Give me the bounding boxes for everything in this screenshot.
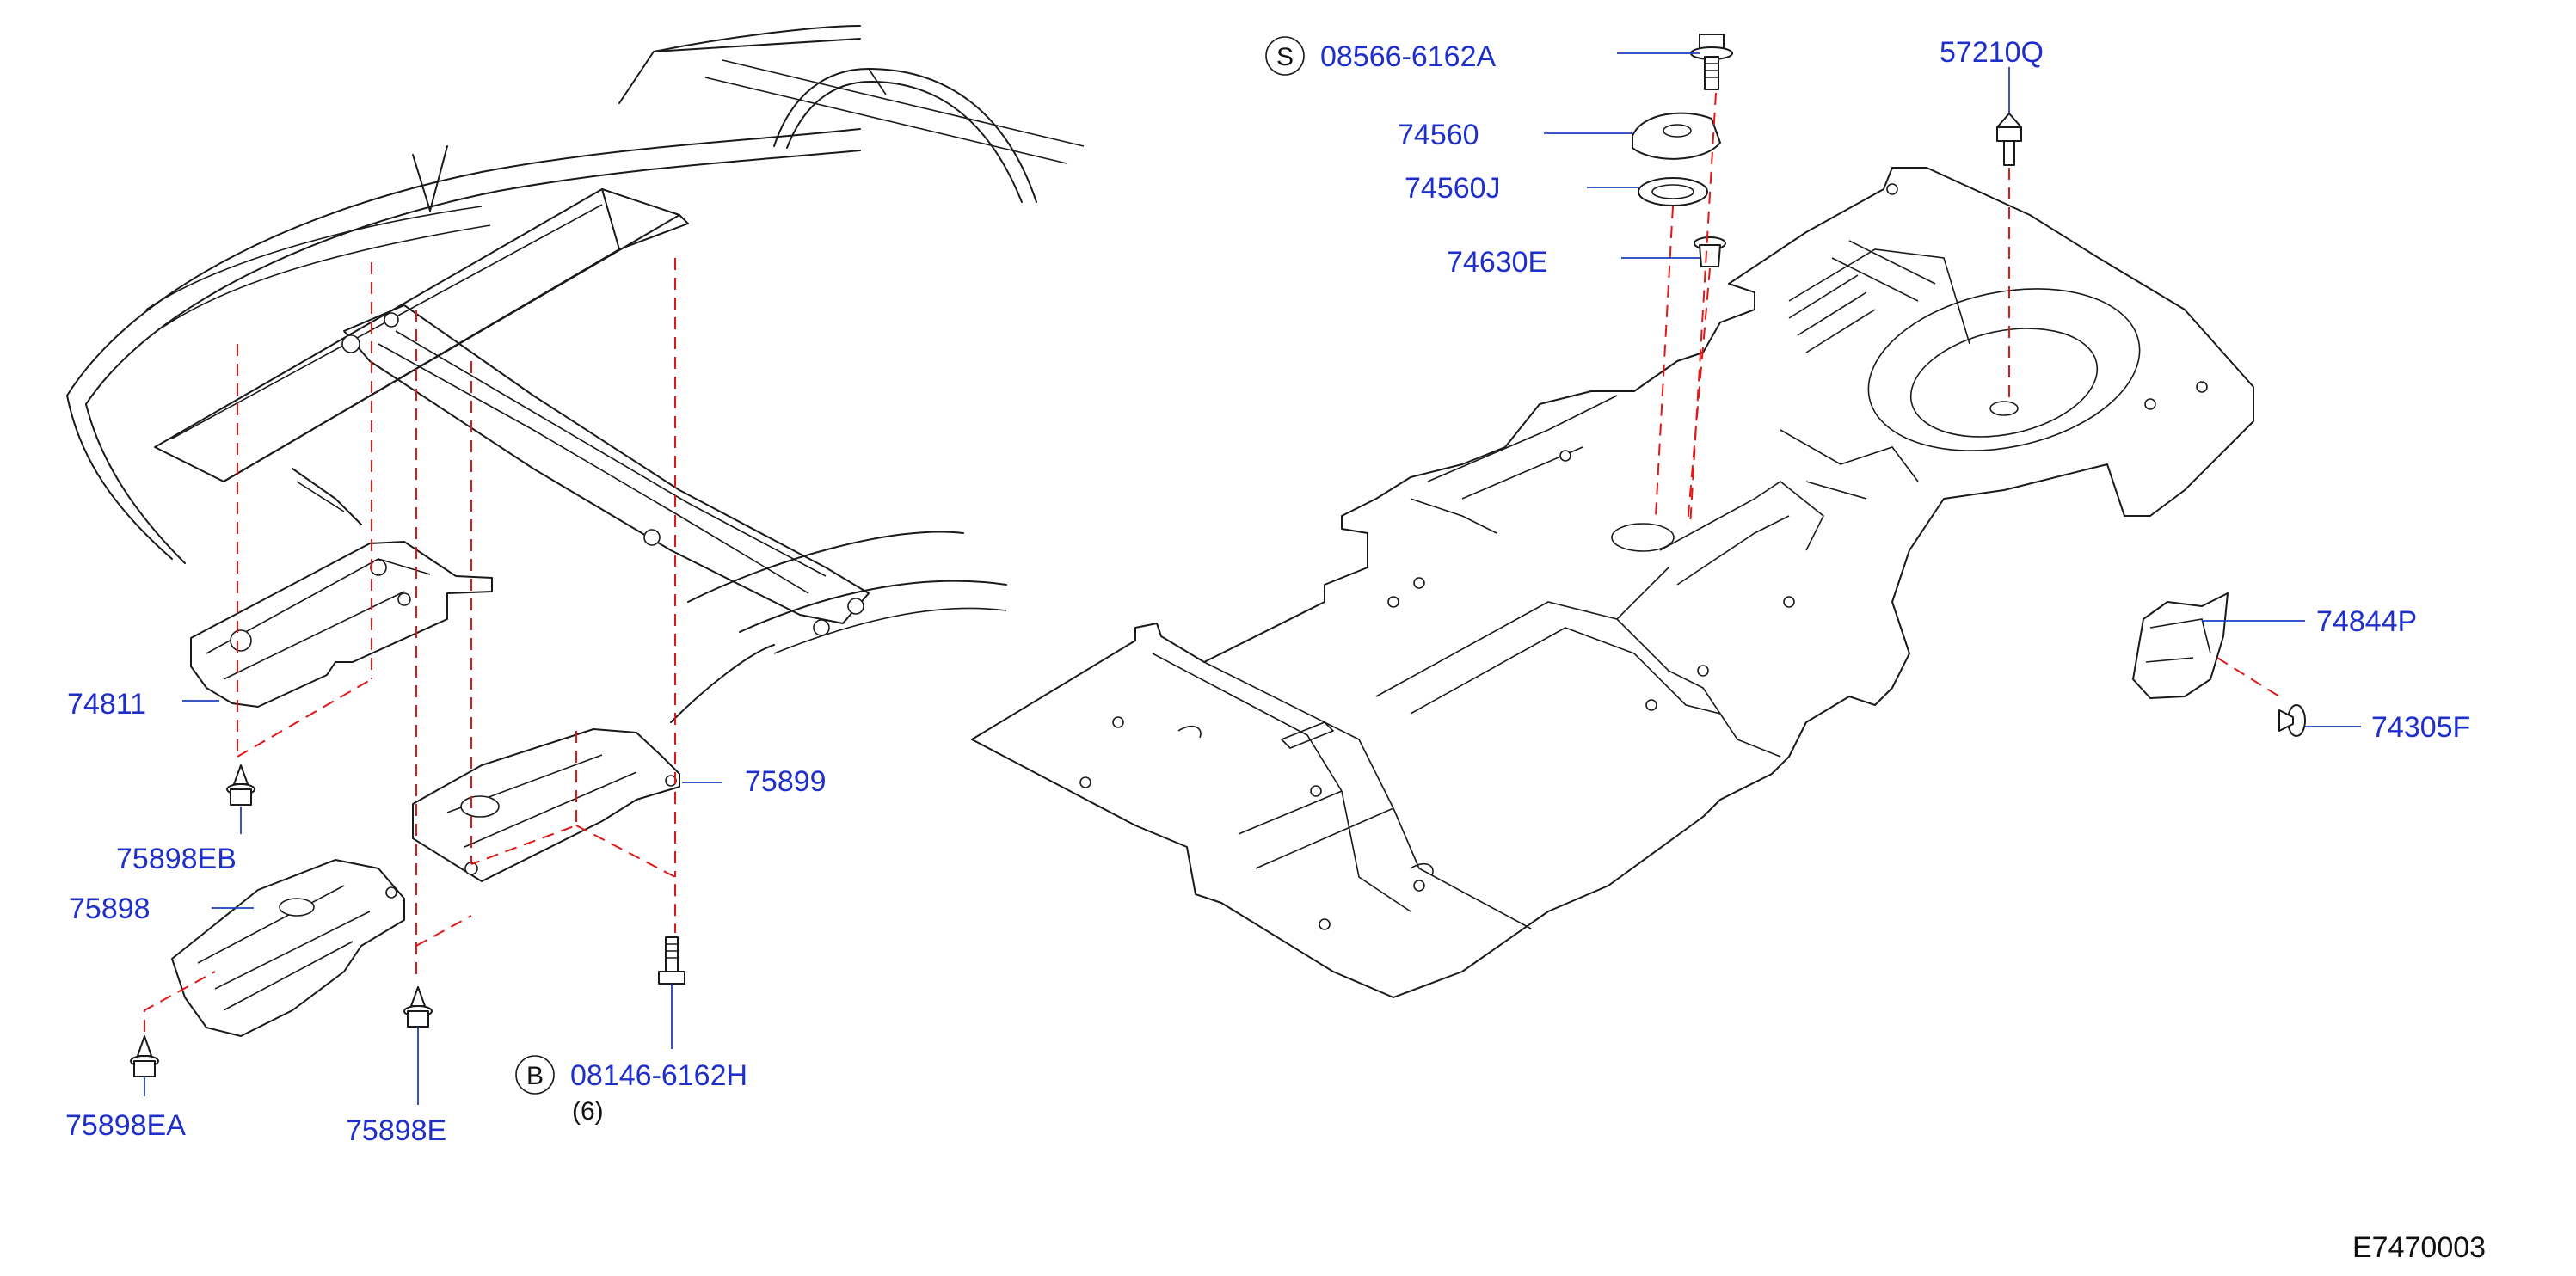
part-74811-shield bbox=[190, 541, 493, 708]
callout-75898EB[interactable]: 75898EB bbox=[116, 843, 237, 875]
callout-74560J[interactable]: 74560J bbox=[1405, 172, 1501, 205]
callout-74305F[interactable]: 74305F bbox=[2371, 711, 2470, 744]
callout-08146-6162H[interactable]: 08146-6162H bbox=[570, 1059, 747, 1092]
part-75898-shield bbox=[171, 859, 405, 1037]
bolt-08566-6162A bbox=[1690, 34, 1733, 90]
bolt-marker-b: B bbox=[515, 1055, 555, 1095]
left-leader-lines bbox=[144, 700, 722, 1105]
callout-74560[interactable]: 74560 bbox=[1398, 119, 1479, 151]
callout-08566-6162A[interactable]: 08566-6162A bbox=[1320, 40, 1497, 73]
bolt-marker-s: S bbox=[1265, 36, 1305, 76]
diagram-code: E7470003 bbox=[2352, 1231, 2486, 1264]
callout-57210Q[interactable]: 57210Q bbox=[1940, 36, 2044, 69]
callout-08146-6162H-quantity: (6) bbox=[572, 1097, 604, 1126]
left-dashed-guides bbox=[144, 258, 676, 1032]
right-leader-lines bbox=[1544, 52, 2361, 727]
bolt-marker-s-letter: S bbox=[1276, 43, 1294, 71]
right-dashed-guides bbox=[1655, 92, 2280, 697]
grommet-74630E bbox=[1694, 236, 1726, 267]
callout-75898[interactable]: 75898 bbox=[69, 893, 151, 925]
part-74560J bbox=[1638, 177, 1708, 206]
bolt-marker-b-letter: B bbox=[526, 1062, 544, 1090]
callout-75898E[interactable]: 75898E bbox=[346, 1114, 446, 1147]
floor-panel bbox=[971, 167, 2254, 998]
clip-57210Q bbox=[1996, 113, 2022, 166]
callout-74811[interactable]: 74811 bbox=[67, 688, 146, 721]
clip-75898EB bbox=[226, 764, 255, 806]
part-74844P bbox=[2132, 592, 2229, 699]
clip-74305F bbox=[2278, 704, 2306, 737]
callout-75898EA[interactable]: 75898EA bbox=[65, 1109, 186, 1142]
callout-74844P[interactable]: 74844P bbox=[2316, 605, 2417, 638]
bolt-08146-6162H bbox=[658, 936, 685, 985]
part-74560 bbox=[1632, 112, 1721, 160]
callout-74630E[interactable]: 74630E bbox=[1447, 246, 1547, 279]
clip-75898E bbox=[403, 986, 433, 1028]
callout-75899[interactable]: 75899 bbox=[745, 765, 827, 798]
clip-75898EA bbox=[130, 1035, 159, 1077]
rear-underbody-body-outline bbox=[66, 25, 1085, 723]
